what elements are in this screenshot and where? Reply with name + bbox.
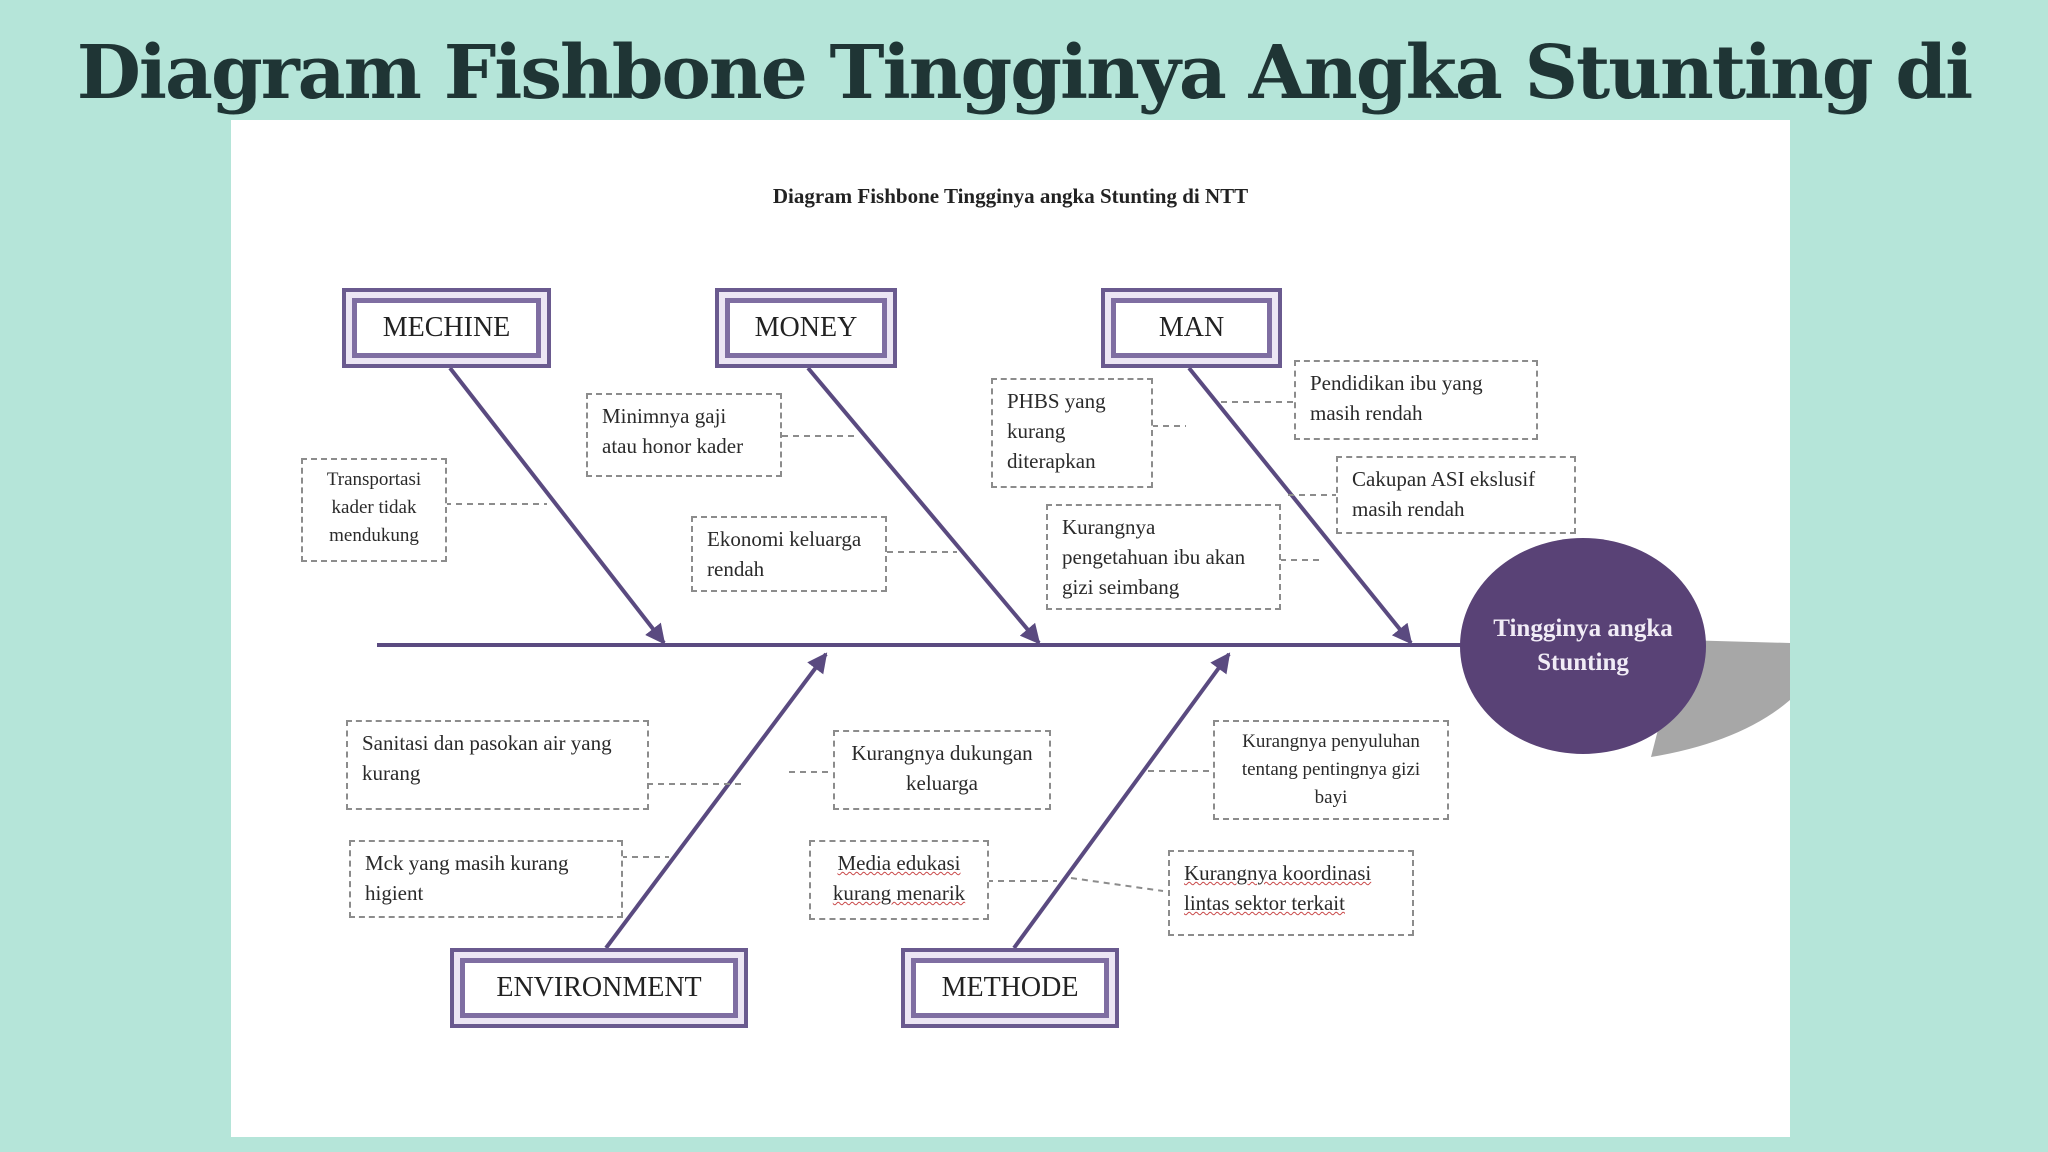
fishbone-diagram-image: Diagram Fishbone Tingginya angka Stuntin… bbox=[231, 120, 1790, 1137]
cause-pengetahuan: Kurangnya pengetahuan ibu akan gizi seim… bbox=[1046, 504, 1281, 610]
category-environment: ENVIRONMENT bbox=[450, 948, 748, 1028]
cause-connectors bbox=[445, 401, 1338, 892]
bone-man bbox=[1187, 366, 1413, 645]
category-mechine: MECHINE bbox=[342, 288, 551, 368]
cause-pendidikan: Pendidikan ibu yang masih rendah bbox=[1294, 360, 1538, 440]
bone-environment bbox=[604, 652, 828, 950]
category-man-label: MAN bbox=[1111, 298, 1272, 358]
cause-asi: Cakupan ASI ekslusif masih rendah bbox=[1336, 456, 1576, 534]
cause-transportasi: Transportasi kader tidak mendukung bbox=[301, 458, 447, 562]
cause-sanitasi: Sanitasi dan pasokan air yang kurang bbox=[346, 720, 649, 810]
cause-penyuluhan: Kurangnya penyuluhan tentang pentingnya … bbox=[1213, 720, 1449, 820]
diagram-title: Diagram Fishbone Tingginya angka Stuntin… bbox=[772, 184, 1249, 208]
bone-mechine bbox=[448, 366, 666, 645]
cause-gaji: Minimnya gaji atau honor kader bbox=[586, 393, 782, 477]
fishbone-skeleton bbox=[377, 366, 1790, 950]
bone-methode bbox=[1012, 652, 1231, 950]
category-environment-label: ENVIRONMENT bbox=[460, 958, 738, 1018]
cause-koordinasi: Kurangnya koordinasi lintas sektor terka… bbox=[1168, 850, 1414, 936]
cause-media: Media edukasi kurang menarik bbox=[809, 840, 989, 920]
category-methode: METHODE bbox=[901, 948, 1119, 1028]
category-money: MONEY bbox=[715, 288, 897, 368]
cause-dukungan: Kurangnya dukungan keluarga bbox=[833, 730, 1051, 810]
category-mechine-label: MECHINE bbox=[352, 298, 541, 358]
cause-ekonomi: Ekonomi keluarga rendah bbox=[691, 516, 887, 592]
bone-money bbox=[806, 366, 1041, 645]
category-man: MAN bbox=[1101, 288, 1282, 368]
category-money-label: MONEY bbox=[725, 298, 887, 358]
category-methode-label: METHODE bbox=[911, 958, 1109, 1018]
cause-mck: Mck yang masih kurang higient bbox=[349, 840, 623, 918]
effect-head: Tingginya angka Stunting bbox=[1460, 538, 1706, 754]
cause-phbs: PHBS yang kurang diterapkan bbox=[991, 378, 1153, 488]
